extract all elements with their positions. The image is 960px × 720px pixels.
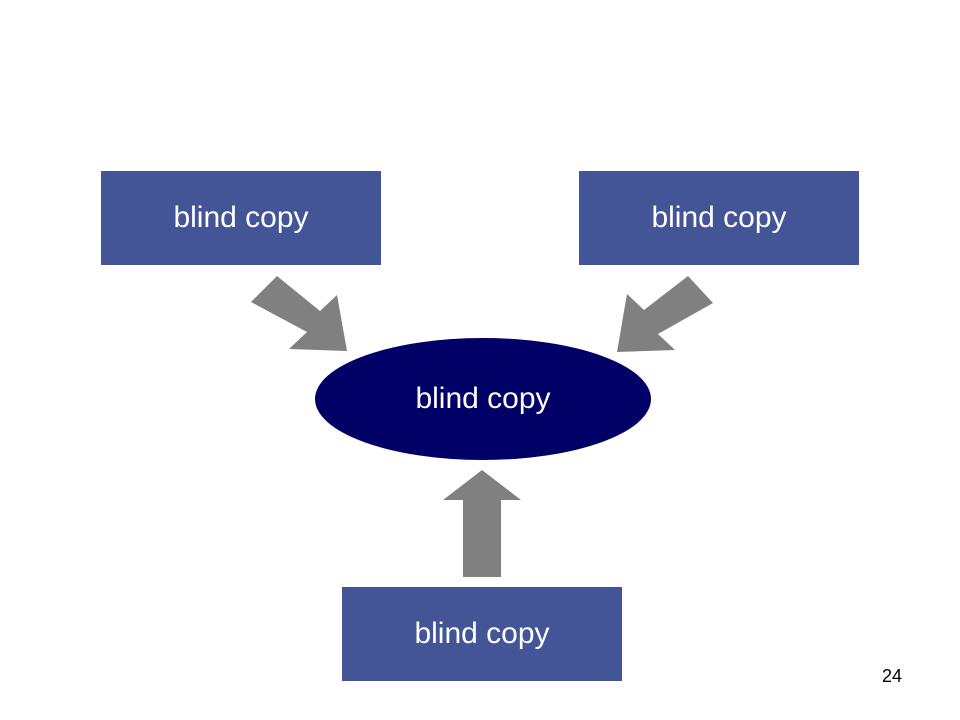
center-ellipse: blind copy — [315, 338, 651, 460]
arrow-down-right-icon — [251, 276, 347, 351]
top-left-box: blind copy — [101, 171, 381, 265]
top-left-box-label: blind copy — [173, 201, 309, 234]
center-ellipse-label: blind copy — [415, 382, 551, 415]
top-right-box: blind copy — [579, 171, 859, 265]
arrow-down-left-icon — [617, 276, 713, 352]
bottom-box-label: blind copy — [414, 617, 550, 650]
page-number: 24 — [881, 666, 902, 686]
arrow-up-icon — [443, 470, 521, 577]
bottom-box: blind copy — [342, 587, 622, 681]
top-right-box-label: blind copy — [651, 201, 787, 234]
